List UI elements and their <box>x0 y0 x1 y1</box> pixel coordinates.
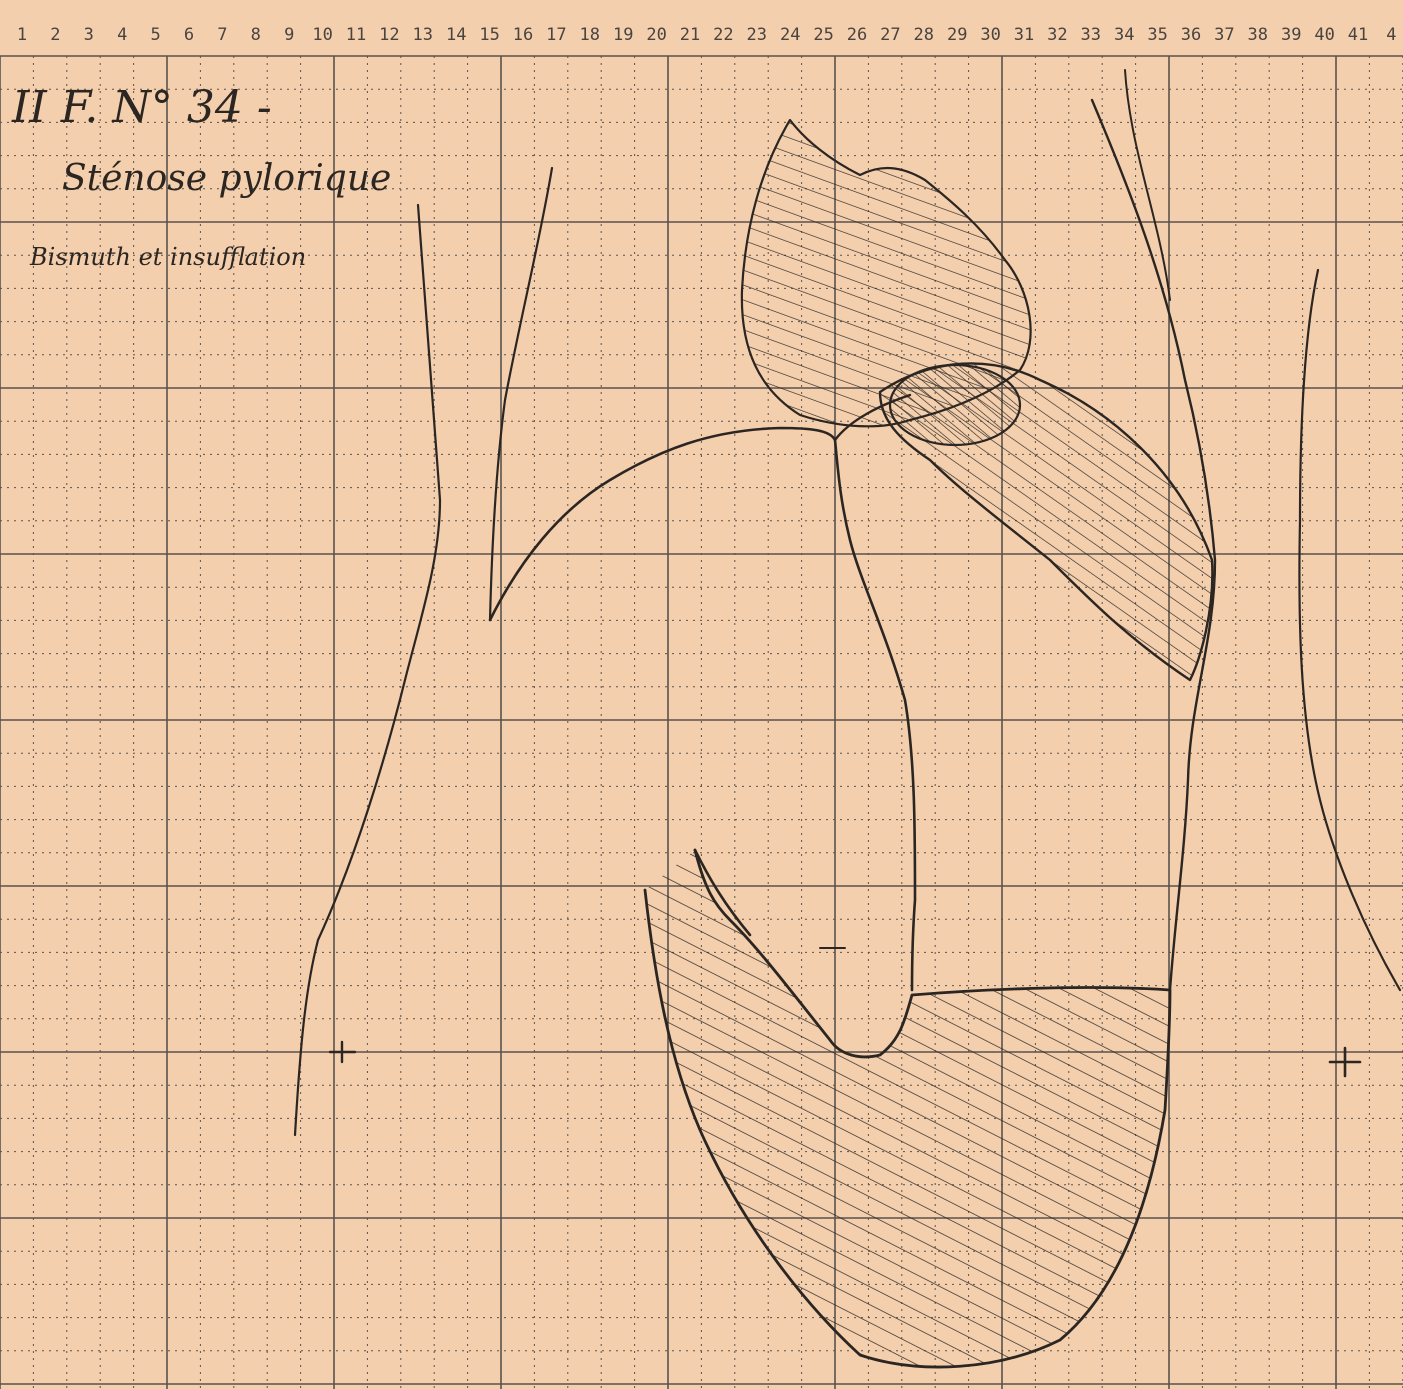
ruler-number: 41 <box>1348 25 1368 45</box>
diagnosis-note: Sténose pylorique <box>62 158 391 199</box>
ruler-number: 38 <box>1248 25 1268 45</box>
ruler-number: 36 <box>1181 25 1201 45</box>
ruler-number: 10 <box>312 25 332 45</box>
ruler-number: 17 <box>546 25 566 45</box>
ruler-number: 9 <box>284 25 294 45</box>
ruler-number: 2 <box>50 25 60 45</box>
ruler-number: 12 <box>379 25 399 45</box>
ruler-number: 16 <box>513 25 533 45</box>
ruler-number: 32 <box>1047 25 1067 45</box>
ruler-number: 1 <box>17 25 27 45</box>
ruler-number: 27 <box>880 25 900 45</box>
ruler-number: 13 <box>413 25 433 45</box>
ruler-number: 4 <box>117 25 127 45</box>
ruler-number: 4 <box>1386 25 1396 45</box>
ruler-number: 35 <box>1147 25 1167 45</box>
ruler-number: 14 <box>446 25 466 45</box>
ruler-number: 24 <box>780 25 800 45</box>
ruler-number: 20 <box>646 25 666 45</box>
ruler-number: 40 <box>1314 25 1334 45</box>
ruler-number: 37 <box>1214 25 1234 45</box>
ruler-number: 5 <box>150 25 160 45</box>
ruler-number: 31 <box>1014 25 1034 45</box>
ruler-number: 3 <box>84 25 94 45</box>
ruler-number: 34 <box>1114 25 1134 45</box>
ruler-number: 29 <box>947 25 967 45</box>
ruler-number: 26 <box>847 25 867 45</box>
ruler-number: 6 <box>184 25 194 45</box>
case-title: II F. N° 34 - <box>11 82 272 133</box>
ruler-number: 8 <box>251 25 261 45</box>
ruler-number: 22 <box>713 25 733 45</box>
ruler-number: 7 <box>217 25 227 45</box>
ruler-number: 30 <box>980 25 1000 45</box>
ruler-number: 25 <box>813 25 833 45</box>
ruler-number: 28 <box>914 25 934 45</box>
ruler-number: 19 <box>613 25 633 45</box>
ruler-number: 18 <box>580 25 600 45</box>
ruler-number: 11 <box>346 25 366 45</box>
ruler-number: 15 <box>479 25 499 45</box>
ruler-number: 21 <box>680 25 700 45</box>
ruler-number: 39 <box>1281 25 1301 45</box>
method-note: Bismuth et insufflation <box>29 243 306 271</box>
ruler-number: 33 <box>1081 25 1101 45</box>
ruler-number: 23 <box>747 25 767 45</box>
